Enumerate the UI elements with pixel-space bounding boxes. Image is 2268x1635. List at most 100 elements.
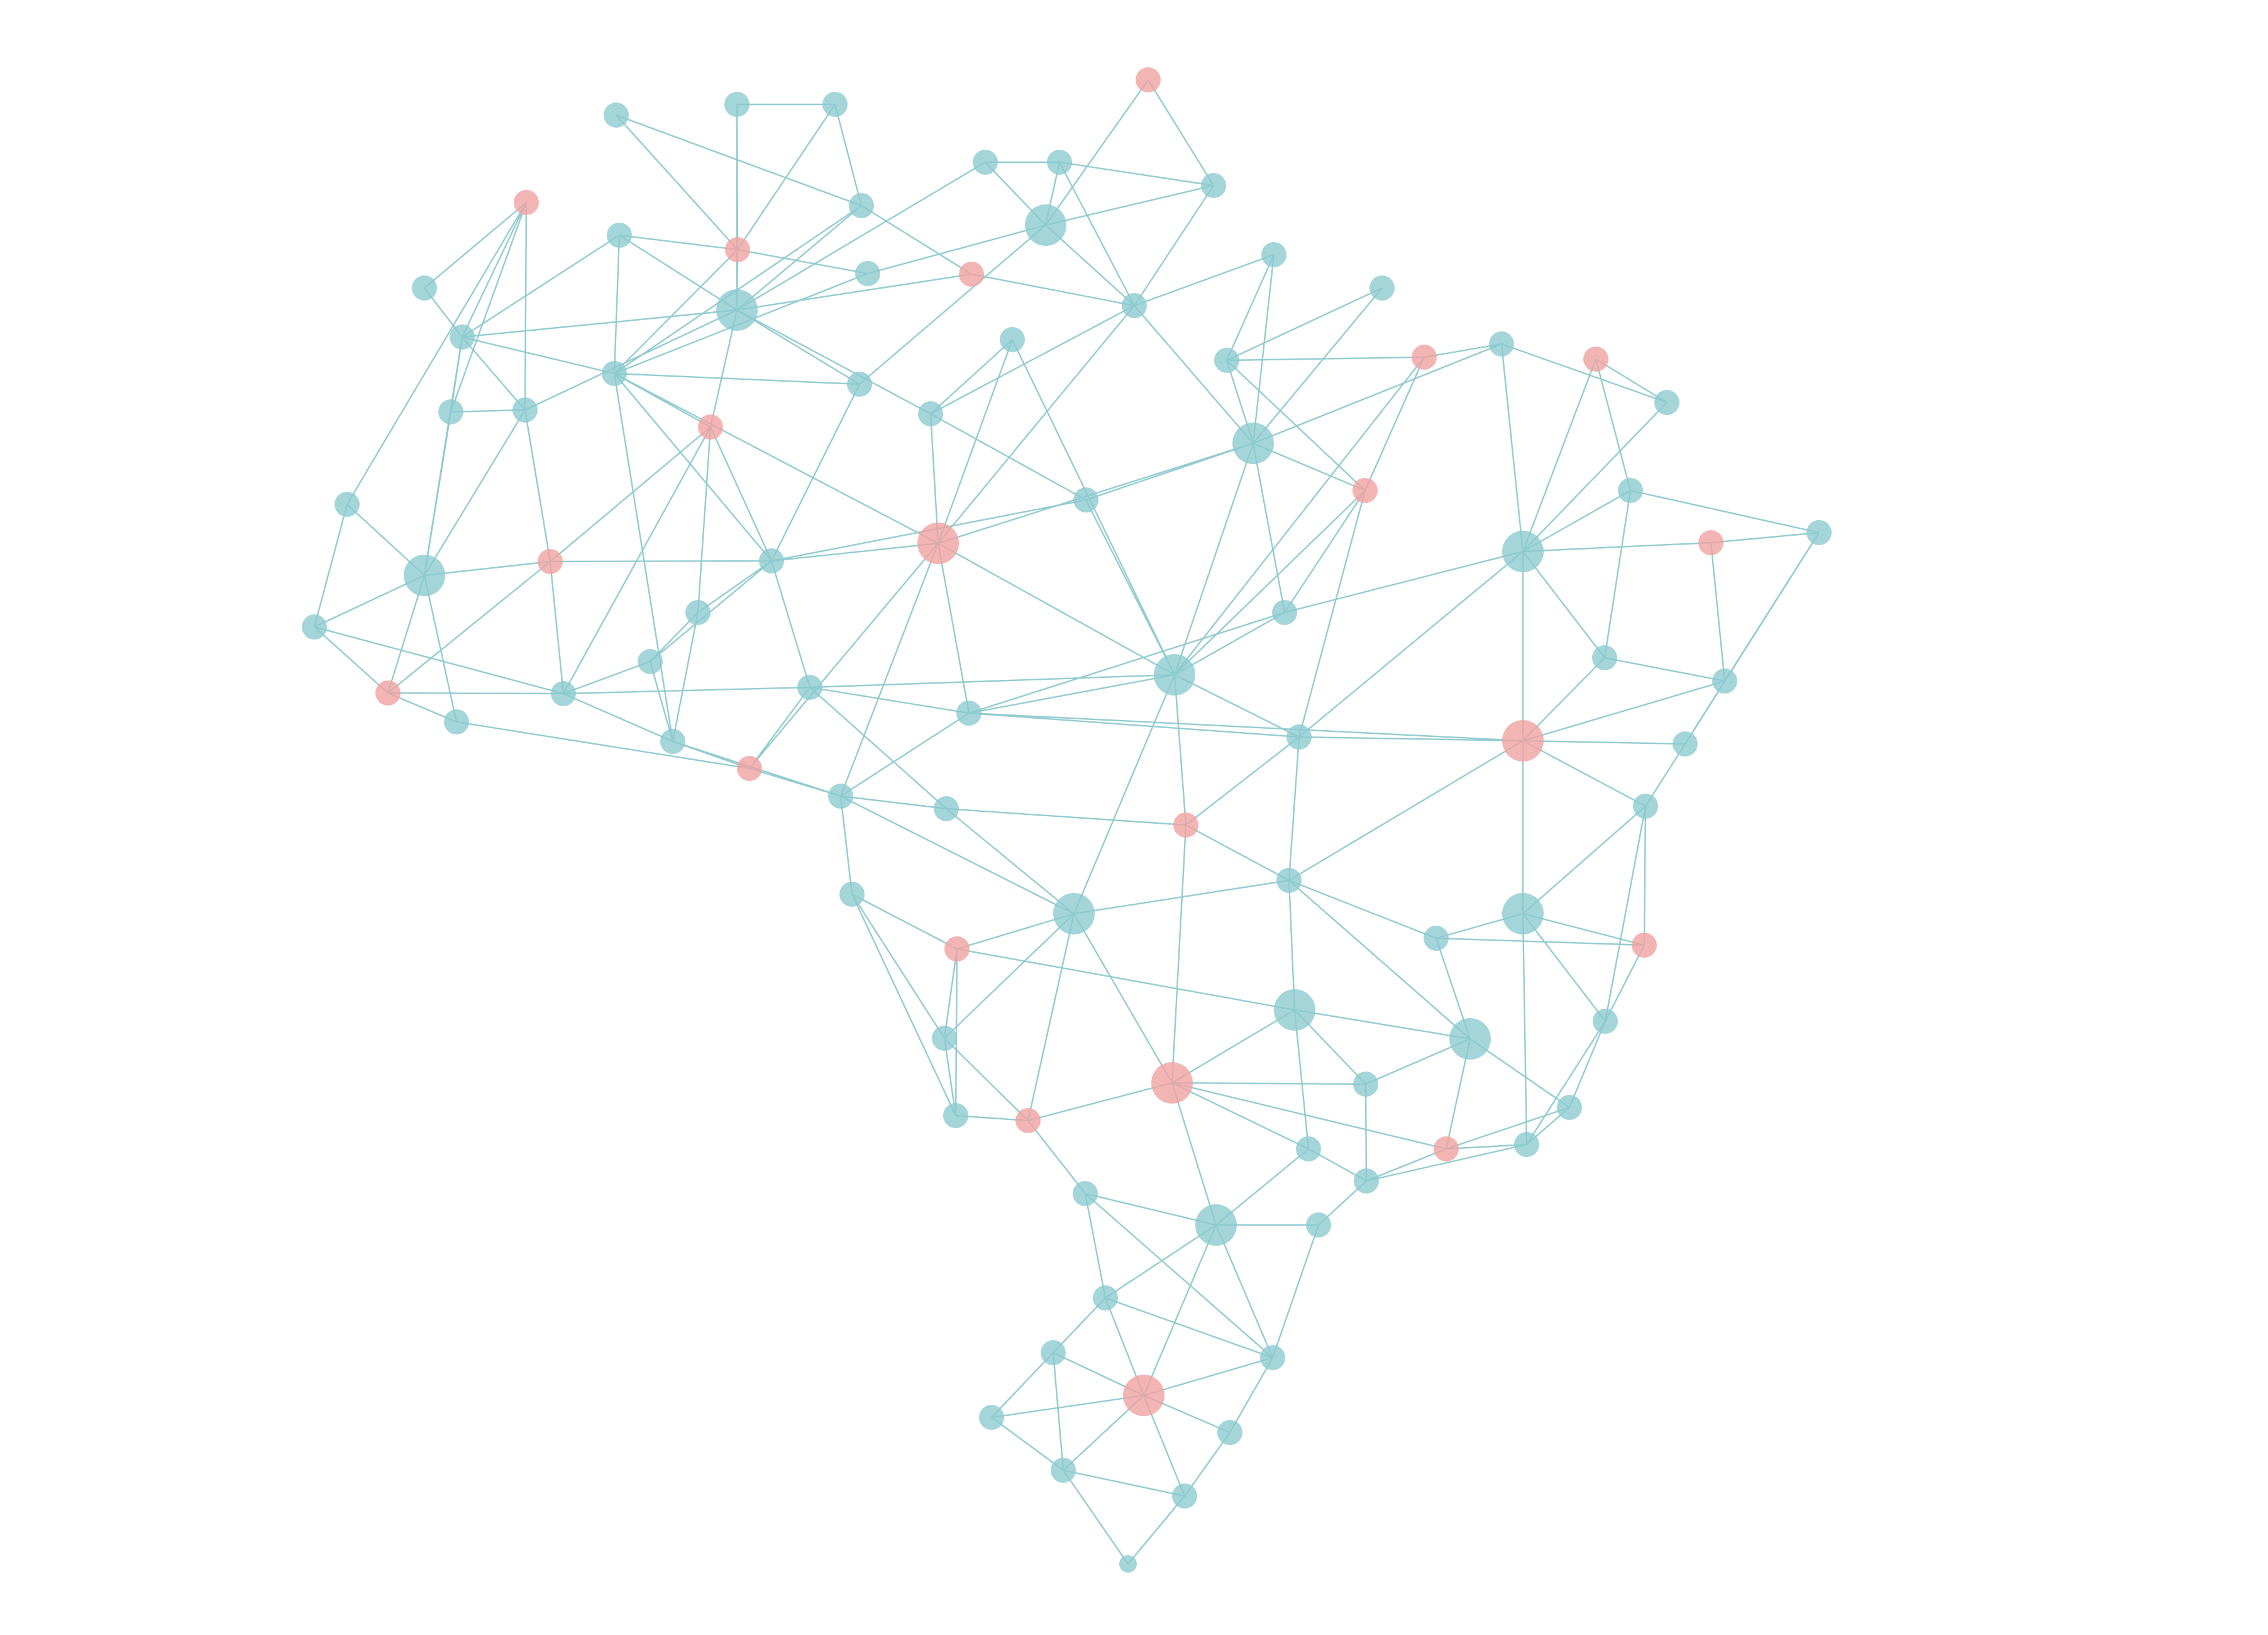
network-edge <box>859 224 1046 385</box>
network-node <box>716 289 758 331</box>
network-node <box>847 372 872 397</box>
network-node <box>1000 327 1025 352</box>
network-edge <box>462 336 615 375</box>
network-edge <box>956 948 1295 1011</box>
network-edge <box>1522 358 1597 552</box>
network-edge <box>1288 880 1471 1039</box>
network-edge <box>614 373 772 562</box>
network-node <box>724 92 750 117</box>
network-edge <box>456 721 750 770</box>
network-node <box>602 361 627 386</box>
network-edge <box>991 1394 1144 1419</box>
network-node <box>444 709 469 734</box>
network-edge <box>1595 358 1632 491</box>
network-edge <box>809 687 947 809</box>
network-edge <box>1522 740 1686 745</box>
network-edge <box>930 413 1087 501</box>
network-node <box>1369 275 1395 301</box>
network-edge <box>938 305 1135 544</box>
network-edge <box>1105 1224 1217 1299</box>
network-edge <box>944 1038 1029 1121</box>
network-edge <box>562 426 712 694</box>
network-node <box>1354 1168 1379 1194</box>
network-node <box>1232 423 1274 464</box>
network-edge <box>1226 287 1383 362</box>
network-node <box>1502 531 1544 572</box>
network-edge <box>1142 1224 1217 1396</box>
network-edge <box>619 234 738 251</box>
network-node <box>943 1103 968 1128</box>
network-node <box>660 729 685 754</box>
network-edge <box>423 575 458 723</box>
network-node <box>1051 1458 1076 1483</box>
network-edge <box>771 542 939 562</box>
network-node <box>1195 1204 1237 1246</box>
network-node <box>1514 1132 1539 1157</box>
network-edge <box>614 249 738 374</box>
network-edge <box>1293 1009 1310 1150</box>
network-edge <box>1143 1356 1273 1397</box>
network-edge <box>851 894 946 1039</box>
network-node <box>1047 150 1072 175</box>
network-node <box>1261 242 1286 267</box>
network-edge <box>839 795 853 895</box>
network-edge <box>1229 1357 1274 1433</box>
network-edge <box>943 948 958 1039</box>
network-edge <box>954 948 958 1116</box>
network-edge <box>1226 356 1425 362</box>
network-node <box>1593 1009 1618 1034</box>
network-edge <box>1053 1297 1106 1353</box>
network-edge <box>840 795 947 810</box>
network-edge <box>614 372 860 385</box>
network-node-highlight <box>1173 812 1198 838</box>
network-edge <box>672 612 699 742</box>
network-node-highlight <box>1632 933 1657 958</box>
network-node <box>932 1026 957 1051</box>
network-edge <box>424 202 527 289</box>
network-edge <box>1185 824 1290 882</box>
network-edge <box>946 807 1187 826</box>
network-node-highlight <box>538 549 563 574</box>
network-edge <box>749 767 841 797</box>
network-node <box>1276 868 1302 893</box>
network-edge <box>1435 937 1645 946</box>
network-edge <box>346 202 528 505</box>
network-edge <box>1085 1192 1217 1226</box>
network-edge <box>1174 490 1366 675</box>
network-edge <box>1063 1469 1185 1497</box>
network-edge <box>1133 185 1215 306</box>
network-node-highlight <box>1123 1375 1164 1416</box>
network-edge <box>991 1352 1054 1418</box>
network-edge <box>619 234 738 311</box>
network-edge <box>649 661 674 742</box>
network-edge <box>613 235 621 374</box>
network-edge <box>524 202 528 411</box>
network-node <box>1041 1340 1066 1365</box>
network-edge <box>1366 1143 1527 1182</box>
network-edge <box>1604 945 1646 1022</box>
network-edge <box>1643 806 1647 946</box>
network-node-highlight <box>944 936 970 962</box>
network-edge <box>1366 1148 1447 1182</box>
network-edge <box>1253 287 1383 444</box>
network-edge <box>809 673 1175 689</box>
network-edge <box>1604 806 1647 1022</box>
network-node <box>1154 654 1195 696</box>
network-node <box>1025 204 1066 246</box>
network-node-highlight <box>1412 345 1437 370</box>
network-edge <box>1568 1021 1607 1108</box>
network-node <box>1119 1555 1137 1573</box>
network-edge <box>1294 1009 1471 1040</box>
network-edge <box>861 204 972 275</box>
network-node <box>1306 1212 1331 1238</box>
network-node <box>1654 390 1679 415</box>
network-edge <box>1630 489 1820 534</box>
network-node-highlight <box>1151 1062 1193 1104</box>
network-node-highlight <box>1698 530 1723 555</box>
network-node <box>1122 293 1147 318</box>
network-node <box>979 1405 1004 1430</box>
network-node <box>1618 478 1643 503</box>
network-edge <box>1073 674 1176 914</box>
network-edge <box>736 205 862 311</box>
network-node <box>1172 1483 1197 1509</box>
